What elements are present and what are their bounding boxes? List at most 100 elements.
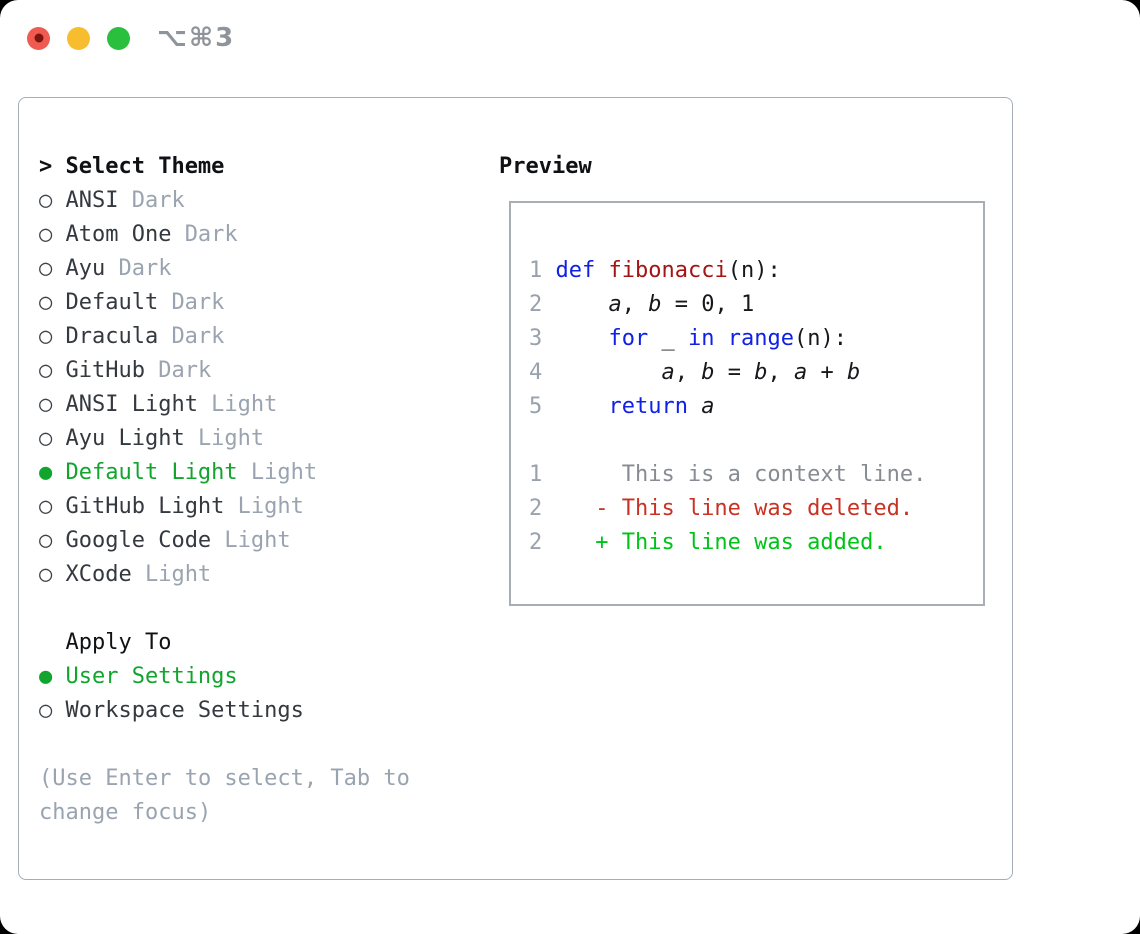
keyboard-hint: (Use Enter to select, Tab to change focu…: [39, 762, 499, 830]
code-segment: = 0, 1: [661, 292, 755, 317]
theme-variant: Dark: [184, 222, 238, 247]
code-line: 2 + This line was added.: [529, 526, 983, 560]
theme-name: Default: [65, 290, 159, 315]
code-segment: in: [687, 326, 715, 351]
code-line: 5 return a: [529, 390, 983, 424]
code-segment: def: [555, 258, 596, 283]
radio-unselected-icon: ○: [39, 256, 53, 281]
theme-variant: Light: [237, 494, 304, 519]
apply-option[interactable]: ● User Settings: [39, 660, 499, 694]
code-segment: This is a context line.: [555, 462, 927, 487]
theme-name: ANSI Light: [65, 392, 198, 417]
code-line: 2 - This line was deleted.: [529, 492, 983, 526]
theme-name: ANSI: [65, 188, 119, 213]
preview-header: Preview: [499, 154, 592, 179]
apply-options: ● User Settings ○ Workspace Settings: [39, 660, 499, 728]
code-line: 1 def fibonacci(n):: [529, 254, 983, 288]
code-segment: range: [727, 326, 794, 351]
apply-to-header: Apply To: [39, 626, 499, 660]
code-segment: ,: [767, 360, 794, 385]
close-button[interactable]: [27, 26, 50, 50]
code-segment: ,: [621, 292, 649, 317]
radio-unselected-icon: ○: [39, 188, 53, 213]
code-segment: (n):: [727, 258, 781, 283]
code-segment: b: [846, 360, 861, 385]
hint-line: (Use Enter to select, Tab to: [39, 766, 410, 791]
code-segment: [555, 292, 608, 317]
code-segment: + This line was added.: [555, 530, 887, 555]
code-segment: a: [661, 360, 675, 385]
line-number: 5: [529, 394, 543, 419]
theme-name: GitHub: [65, 358, 145, 383]
theme-item[interactable]: ○ GitHub Light Light: [39, 490, 499, 524]
theme-variant: Dark: [171, 290, 225, 315]
theme-variant: Light: [224, 528, 291, 553]
code-segment: [595, 258, 608, 283]
code-segment: for: [608, 326, 649, 351]
theme-item[interactable]: ○ Default Dark: [39, 286, 499, 320]
line-number: 1: [529, 258, 543, 283]
radio-unselected-icon: ○: [39, 426, 53, 451]
radio-unselected-icon: ○: [39, 698, 53, 723]
code-line: 4 a, b = b, a + b: [529, 356, 983, 390]
theme-item[interactable]: ○ Ayu Dark: [39, 252, 499, 286]
code-line: [529, 424, 983, 458]
code-segment: a: [793, 360, 808, 385]
hint-line: change focus): [39, 800, 212, 825]
code-segment: ,: [674, 360, 702, 385]
code-segment: (n):: [793, 326, 847, 351]
theme-variant: Dark: [118, 256, 172, 281]
traffic-lights: [27, 26, 130, 50]
theme-name: Ayu: [65, 256, 106, 281]
apply-option[interactable]: ○ Workspace Settings: [39, 694, 499, 728]
code-line: 3 for _ in range(n):: [529, 322, 983, 356]
code-segment: fibonacci: [608, 258, 728, 283]
minimize-button[interactable]: [67, 26, 90, 50]
theme-name: Default Light: [65, 460, 238, 485]
zoom-button[interactable]: [107, 26, 130, 50]
radio-selected-icon: ●: [39, 460, 53, 485]
line-number: 3: [529, 326, 543, 351]
code-segment: [555, 326, 608, 351]
theme-name: GitHub Light: [65, 494, 225, 519]
theme-name: Google Code: [65, 528, 212, 553]
code-segment: [555, 394, 608, 419]
theme-variant: Dark: [158, 358, 212, 383]
radio-unselected-icon: ○: [39, 324, 53, 349]
title-bar: ⌥⌘3: [0, 0, 1140, 76]
apply-option-label: Workspace Settings: [65, 698, 304, 723]
radio-selected-icon: ●: [39, 664, 53, 689]
code-line: 2 a, b = 0, 1: [529, 288, 983, 322]
code-segment: a: [608, 292, 622, 317]
code-segment: [714, 326, 727, 351]
code-segment: b: [701, 360, 715, 385]
code-segment: [555, 360, 661, 385]
code-segment: _: [648, 326, 688, 351]
theme-name: Atom One: [65, 222, 172, 247]
select-theme-header: >Select Theme: [39, 150, 499, 184]
theme-name: XCode: [65, 562, 132, 587]
radio-unselected-icon: ○: [39, 290, 53, 315]
focus-caret-icon: >: [39, 154, 53, 179]
window-title: ⌥⌘3: [157, 23, 236, 53]
radio-unselected-icon: ○: [39, 494, 53, 519]
apply-option-label: User Settings: [65, 664, 238, 689]
theme-variant: Light: [144, 562, 212, 587]
line-number: 2: [529, 292, 543, 317]
code-segment: b: [648, 292, 662, 317]
code-segment: - This line was deleted.: [555, 496, 914, 521]
code-segment: return: [608, 394, 688, 419]
